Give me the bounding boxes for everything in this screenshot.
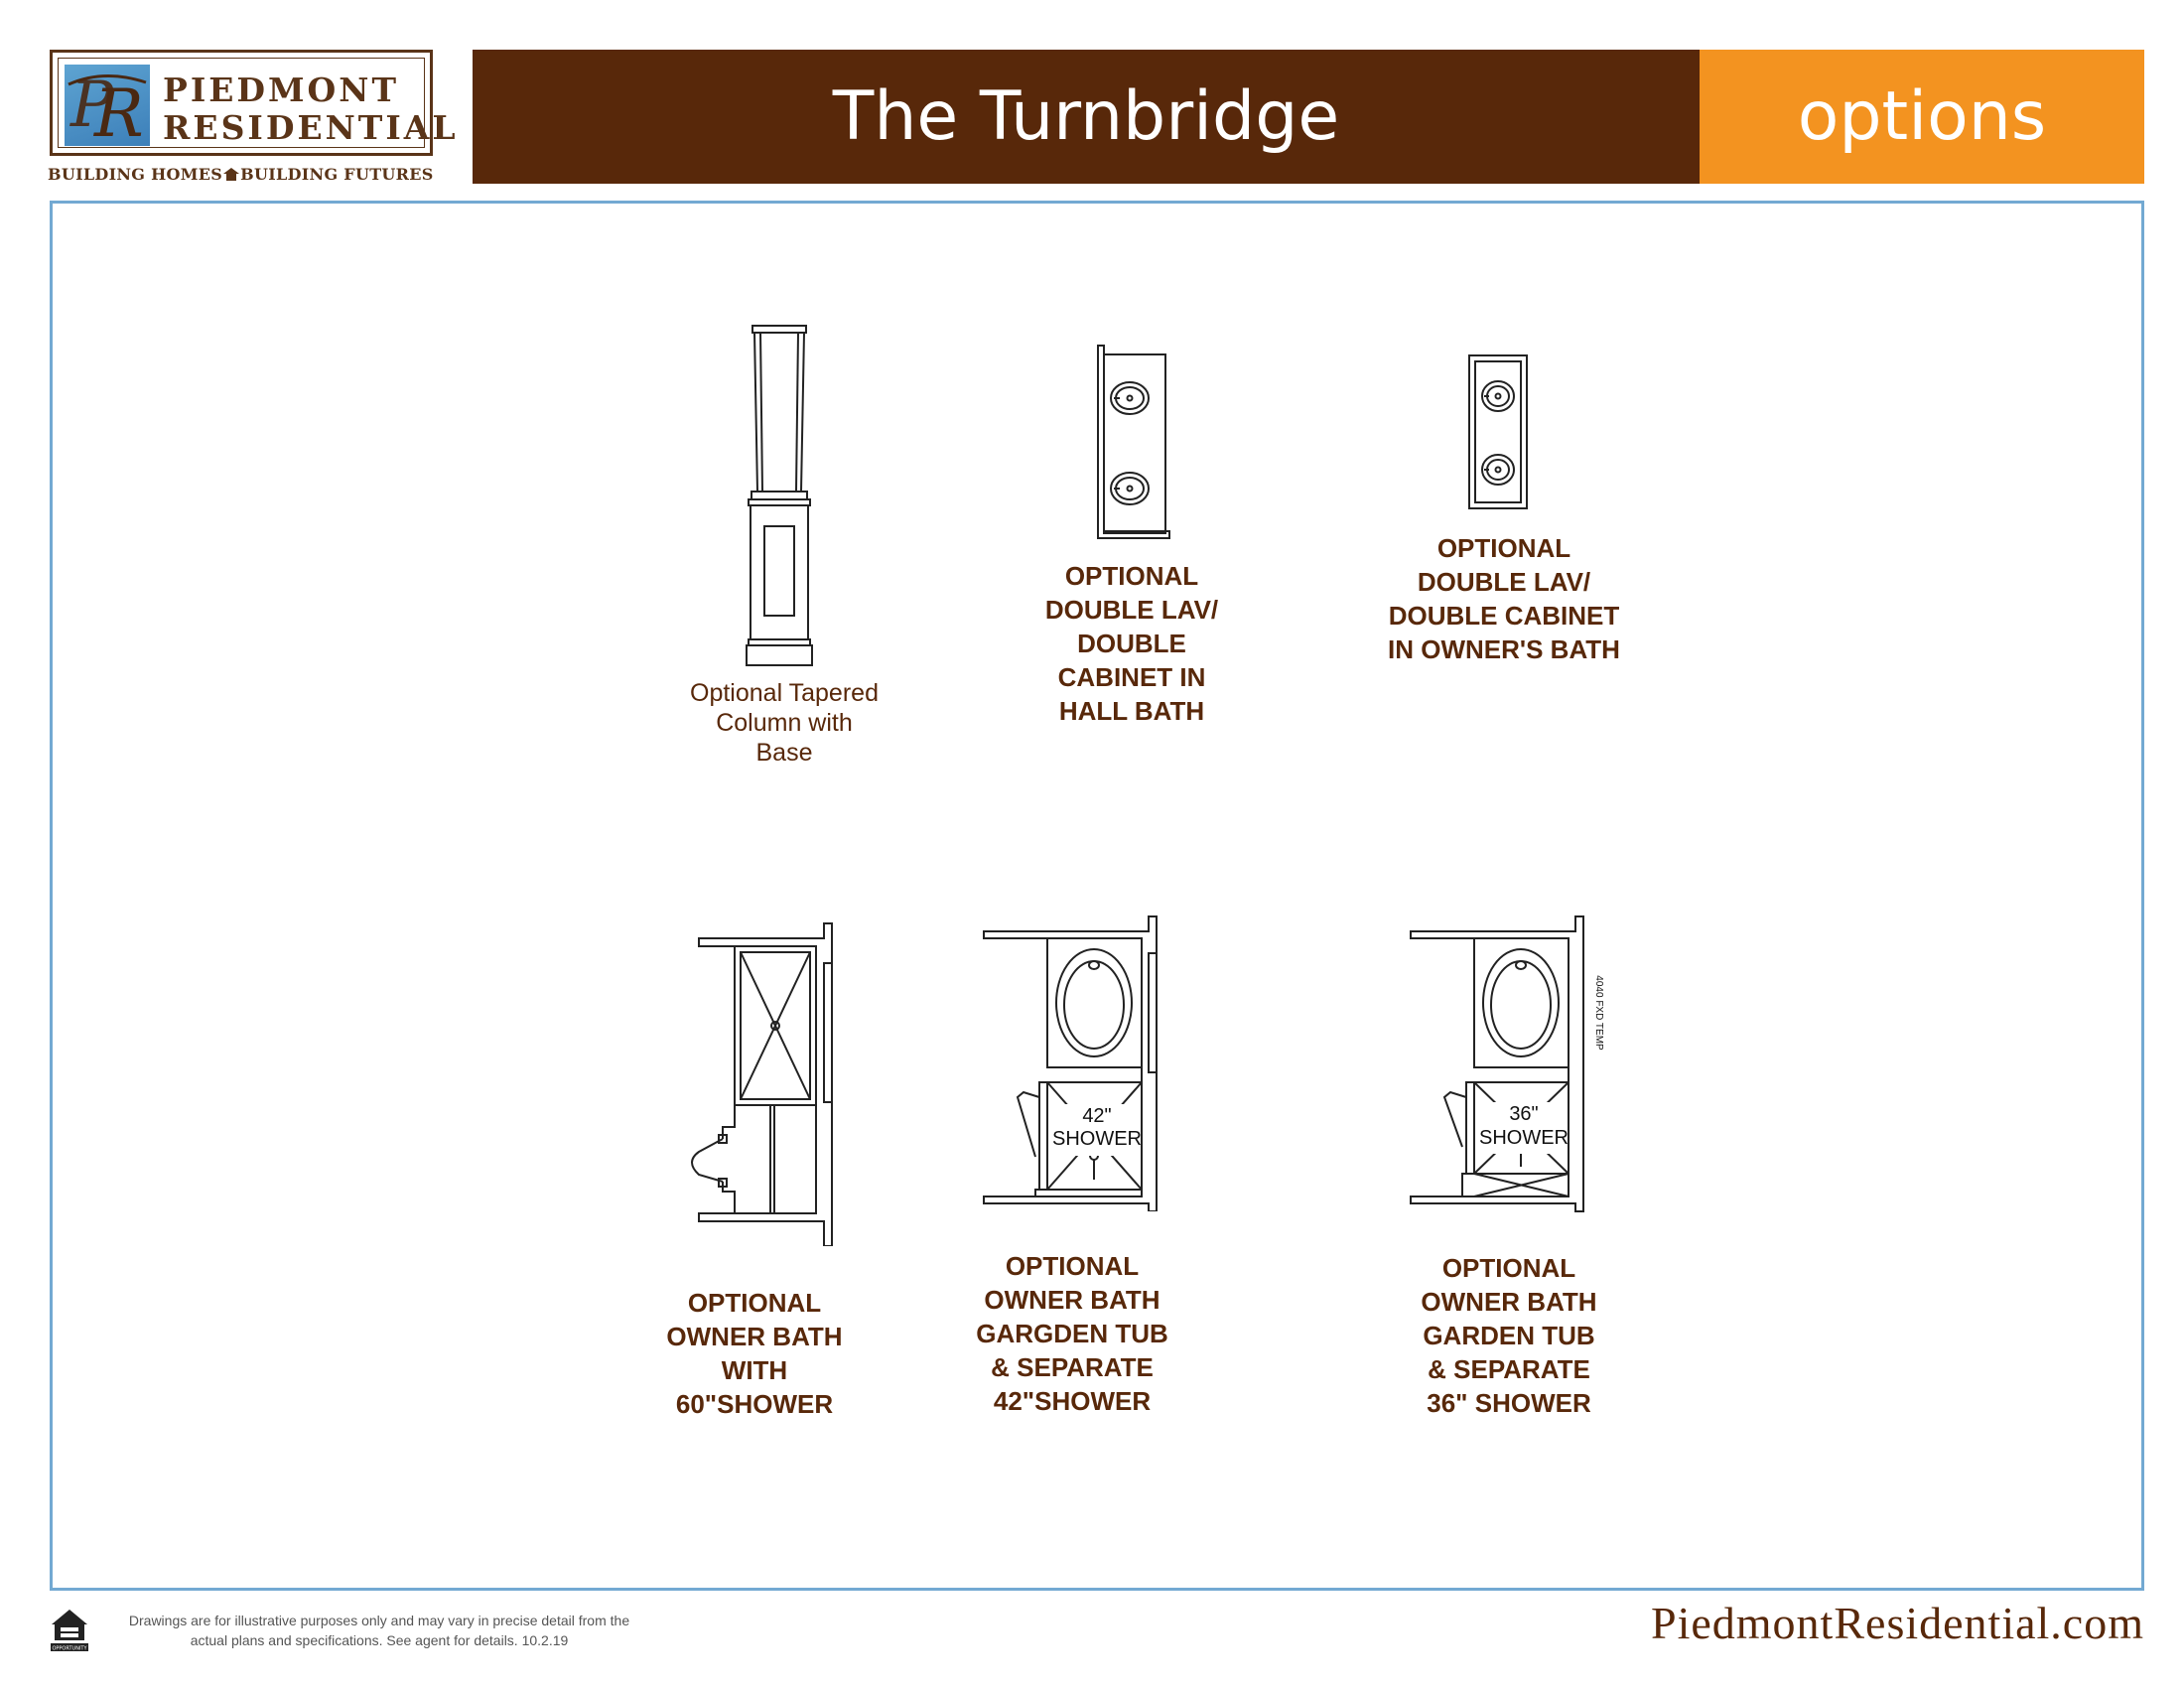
double-lav-owner-drawing <box>1468 354 1528 509</box>
shower-36-word-label: SHOWER <box>1479 1127 1569 1149</box>
website-link[interactable]: PiedmontResidential.com <box>1651 1598 2144 1648</box>
logo-name-line-1: PIEDMONT <box>163 70 400 109</box>
section-banner: options <box>1700 50 2144 184</box>
caption-owner-bath-tub-36: OPTIONAL OWNER BATH GARDEN TUB & SEPARAT… <box>1421 1253 1597 1418</box>
options-panel <box>50 201 2144 1591</box>
caption-owner-bath-tub-42: OPTIONAL OWNER BATH GARGDEN TUB & SEPARA… <box>976 1251 1168 1416</box>
caption-double-lav-hall: OPTIONAL DOUBLE LAV/ DOUBLE CABINET IN H… <box>1044 561 1219 726</box>
window-note-label: 4040 FXD TEMP <box>1593 975 1603 1051</box>
company-logo: P R PIEDMONT RESIDENTIAL <box>50 50 456 156</box>
tapered-column-drawing <box>746 325 813 666</box>
shower-42-size-label: 42" <box>1082 1105 1111 1127</box>
owner-bath-tub-42-drawing: 42" SHOWER <box>983 915 1158 1211</box>
owner-bath-60-shower-drawing <box>691 922 833 1246</box>
caption-tapered-column: Optional Tapered Column with Base <box>690 679 879 767</box>
double-lav-hall-drawing <box>1097 345 1170 539</box>
svg-text:R: R <box>93 75 144 146</box>
page-title: The Turnbridge <box>832 77 1340 156</box>
housing-icon-text: OPPORTUNITY <box>52 1646 87 1652</box>
caption-owner-bath-60-shower: OPTIONAL OWNER BATH WITH 60"SHOWER <box>666 1288 843 1419</box>
tagline-left: BUILDING HOMES <box>48 165 223 184</box>
caption-double-lav-owner: OPTIONAL DOUBLE LAV/ DOUBLE CABINET IN O… <box>1388 533 1620 664</box>
house-icon <box>222 165 240 184</box>
section-title: options <box>1797 77 2047 156</box>
disclaimer: Drawings are for illustrative purposes o… <box>128 1613 630 1648</box>
logo-tagline: BUILDING HOMES BUILDING FUTURES <box>48 165 434 184</box>
title-banner: The Turnbridge <box>473 50 1700 184</box>
shower-42-word-label: SHOWER <box>1052 1128 1142 1150</box>
logo-name-line-2: RESIDENTIAL <box>163 108 459 147</box>
logo-inner-frame: P R PIEDMONT RESIDENTIAL <box>58 58 456 148</box>
tagline-right: BUILDING FUTURES <box>240 165 434 184</box>
shower-36-size-label: 36" <box>1509 1103 1538 1125</box>
equal-housing-opportunity-icon: OPPORTUNITY <box>51 1610 88 1652</box>
owner-bath-tub-36-drawing: 36" SHOWER 4040 FXD TEMP <box>1410 915 1603 1212</box>
pr-monogram-icon: P R <box>65 65 150 146</box>
